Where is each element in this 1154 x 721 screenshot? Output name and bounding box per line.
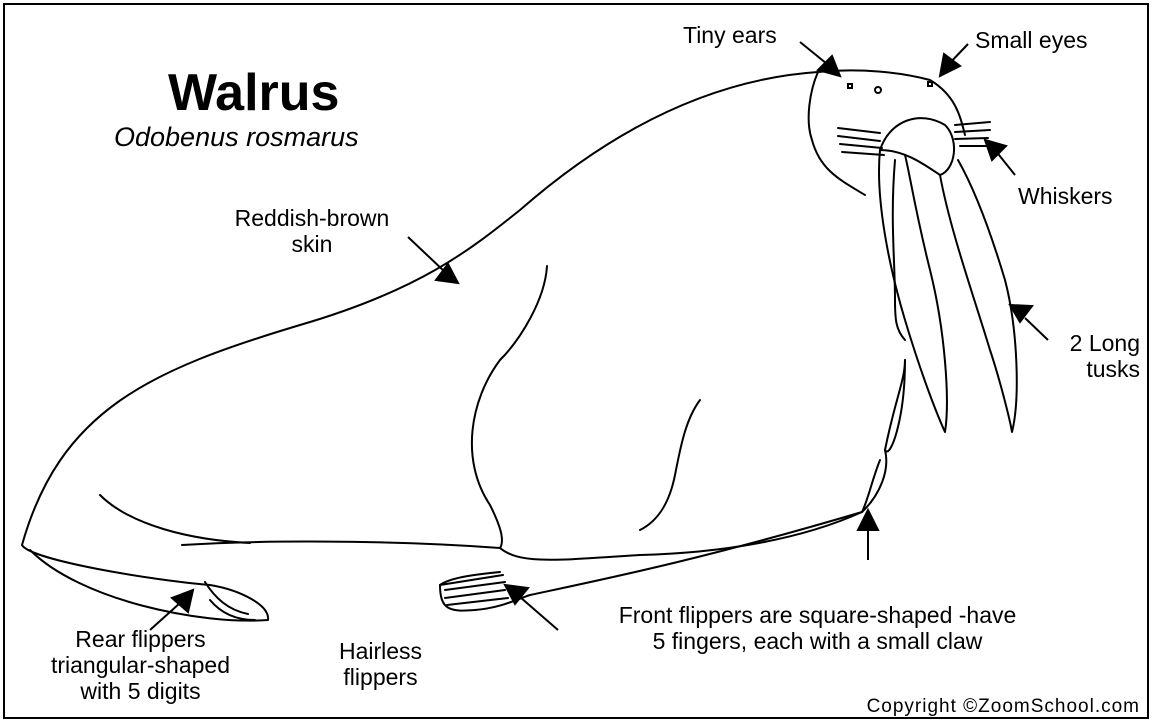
label-hairless-flippers-line-1: Hairless: [318, 638, 443, 664]
rear-flipper-digits: [205, 582, 255, 620]
muzzle: [880, 118, 954, 175]
label-skin-line-2: skin: [222, 231, 402, 257]
label-hairless-flippers-line-2: flippers: [318, 664, 443, 690]
front-flipper: [440, 512, 862, 611]
head-outline: [809, 72, 865, 195]
tail-line: [100, 495, 250, 543]
label-front-flippers: Front flippers are square-shaped -have 5…: [560, 602, 1075, 654]
label-rear-flippers-line-3: with 5 digits: [18, 678, 263, 704]
head-right: [818, 70, 965, 135]
arrow-small-eyes: [940, 44, 968, 76]
label-front-flippers-line-2: 5 fingers, each with a small claw: [560, 628, 1075, 654]
tusk-left: [879, 150, 947, 432]
diagram-title: Walrus: [168, 65, 339, 121]
shoulder-curve: [472, 266, 547, 548]
label-front-flippers-line-1: Front flippers are square-shaped -have: [560, 602, 1075, 628]
arrow-front-flipper-claw: [858, 510, 878, 560]
label-rear-flippers-line-2: triangular-shaped: [18, 652, 263, 678]
elbow-curve: [640, 400, 700, 530]
label-tusks: 2 Long tusks: [1040, 330, 1140, 382]
whiskers-right: [955, 122, 990, 146]
chest-line: [862, 360, 905, 512]
tusk-right: [940, 160, 1017, 432]
label-hairless-flippers: Hairless flippers: [318, 638, 443, 690]
eye-right: [928, 82, 932, 86]
arrow-whiskers: [985, 140, 1015, 175]
label-skin: Reddish-brown skin: [222, 205, 402, 257]
label-small-eyes: Small eyes: [975, 27, 1087, 53]
label-tiny-ears: Tiny ears: [683, 22, 777, 48]
copyright-notice: Copyright ©ZoomSchool.com: [867, 696, 1140, 718]
whiskers-left: [838, 128, 884, 155]
eye-left: [875, 87, 881, 93]
label-whiskers: Whiskers: [1018, 183, 1113, 209]
label-rear-flippers-line-1: Rear flippers: [18, 626, 263, 652]
arrow-front-flippers: [505, 585, 558, 630]
ear-mark: [848, 84, 852, 88]
label-rear-flippers: Rear flippers triangular-shaped with 5 d…: [18, 626, 263, 704]
diagram-subtitle: Odobenus rosmarus: [114, 122, 359, 152]
body-outline: [22, 72, 818, 621]
flipper-bend: [862, 460, 880, 512]
label-skin-line-1: Reddish-brown: [222, 205, 402, 231]
belly-line: [500, 512, 862, 560]
arrow-tiny-ears: [800, 42, 840, 76]
label-tusks-line-2: tusks: [1040, 356, 1140, 382]
label-tusks-line-1: 2 Long: [1040, 330, 1140, 356]
